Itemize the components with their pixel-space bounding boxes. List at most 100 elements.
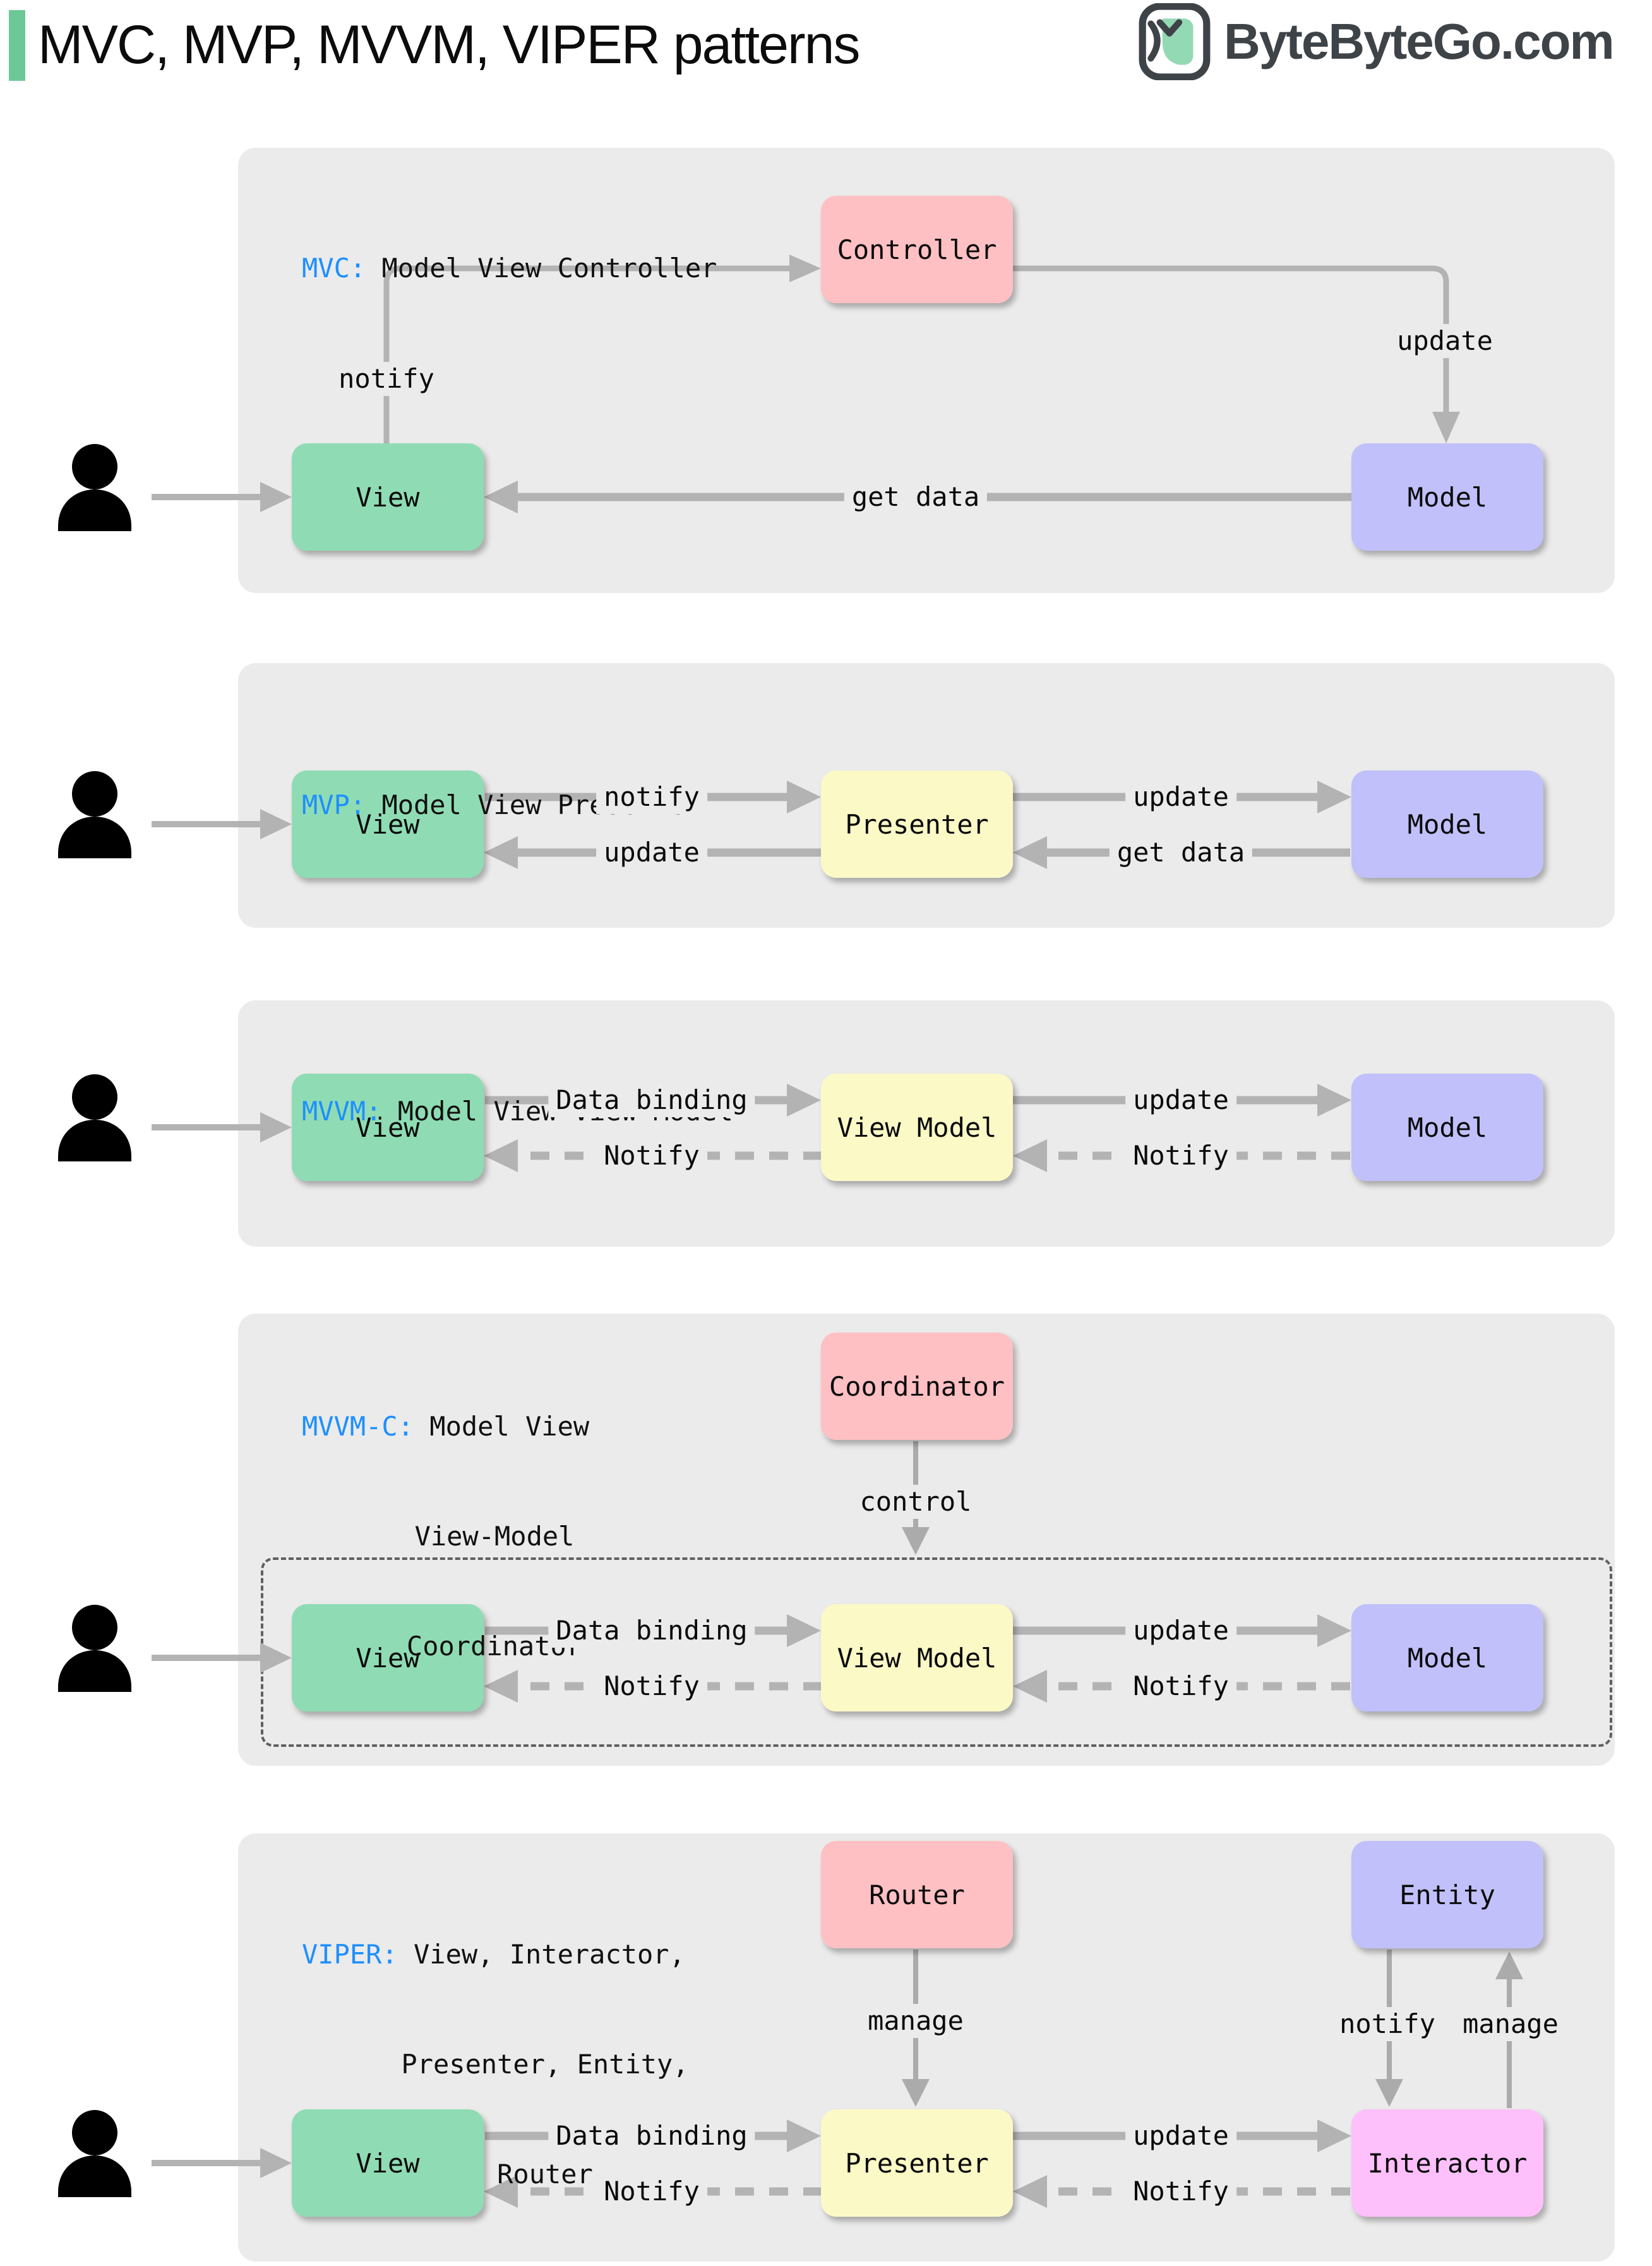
mvp-notify-label: notify (596, 780, 707, 814)
mvc-notify-arrow (383, 255, 821, 445)
arrow-head (260, 1112, 292, 1142)
viper-title-line1: VIPER: View, Interactor, (302, 1936, 700, 1973)
mvvm-view-model-box: View Model (821, 1074, 1013, 1181)
mvvm-user-to-view-arrow (152, 1112, 292, 1142)
viper-manage-interactor-to-entity-arrow (1495, 1951, 1523, 2108)
mvc-notify-label: notify (331, 362, 442, 396)
brand: ByteByteGo.com (1137, 3, 1615, 81)
mvvmc-update-label: update (1125, 1614, 1236, 1648)
user-body (58, 489, 131, 531)
mvvmc-notify-view-model-label: Notify (1125, 1669, 1236, 1703)
user-body (58, 817, 131, 858)
arrow-head (1013, 1670, 1047, 1703)
viper-presenter-box: Presenter (821, 2109, 1013, 2217)
viper-entity-box: Entity (1351, 1841, 1543, 1948)
title-accent-bar (9, 10, 25, 81)
user-body (58, 2155, 131, 2197)
viper-notify-entity-label: notify (1332, 2007, 1443, 2041)
mvp-view-box: View (292, 770, 484, 878)
arrow-head (902, 1527, 930, 1555)
arrow-head (787, 1614, 821, 1647)
mvp-model-box: Model (1351, 770, 1543, 878)
viper-user-to-view-arrow (152, 2148, 292, 2178)
arrow-head (902, 2079, 930, 2107)
user-head (72, 444, 117, 489)
arrow-head (1375, 2079, 1403, 2107)
mvvm-view-box: View (292, 1074, 484, 1181)
arrow-head (484, 836, 518, 869)
mvc-title-line: MVC: Model View Controller (302, 250, 717, 287)
user-head (72, 1605, 117, 1650)
mvvmc-model-box: Model (1351, 1604, 1543, 1711)
mvp-presenter-box: Presenter (821, 770, 1013, 878)
mvvmc-subtitle2: View-Model (414, 1521, 575, 1552)
mvc-update-label: update (1389, 324, 1500, 358)
viper-subtitle3: Router (497, 2159, 593, 2190)
viper-interactor-box: Interactor (1351, 2109, 1543, 2217)
user-head (72, 1074, 117, 1120)
mvvm-notify-view-label: Notify (596, 1139, 707, 1173)
mvc-view-box: View (292, 443, 484, 551)
mvvmc-subtitle1: Model View (414, 1411, 590, 1442)
mvp-tag: MVP: (302, 789, 366, 820)
arrow-head (260, 809, 292, 839)
arrow-head (1317, 781, 1351, 813)
arrow-head (484, 481, 518, 513)
mvvmc-control-label: control (852, 1485, 979, 1519)
arrow-head (260, 2148, 292, 2178)
arrow-head (1013, 1139, 1047, 1172)
mvvm-tag: MVVM: (302, 1096, 382, 1127)
mvc-controller-box: Controller (821, 196, 1013, 303)
viper-subtitle1: View, Interactor, (397, 1939, 685, 1970)
viper-manage-router-label: manage (860, 2004, 971, 2038)
mvc-user-to-view-arrow (152, 482, 292, 512)
arrow-head (1317, 1084, 1351, 1117)
mvvmc-notify-view-label: Notify (596, 1669, 707, 1703)
mvc-subtitle: Model View Controller (366, 253, 717, 284)
arrow-head (484, 1670, 518, 1703)
mvc-title: MVC: Model View Controller (302, 177, 717, 360)
user-body (58, 1120, 131, 1161)
arrow-line (1012, 265, 1449, 412)
arrow-head (787, 2119, 821, 2152)
mvvm-data-binding-label: Data binding (548, 1083, 755, 1117)
viper-data-binding-label: Data binding (548, 2119, 755, 2153)
arrow-head (787, 1084, 821, 1117)
mvvmc-view-box: View (292, 1604, 484, 1711)
mvp-update-to-view-label: update (596, 836, 707, 870)
viper-router-box: Router (821, 1841, 1013, 1948)
arrow-head (1432, 412, 1460, 443)
mvvmc-user-to-view-arrow (152, 1643, 292, 1673)
logo-check (1156, 19, 1183, 37)
mvc-update-arrow (1012, 265, 1460, 443)
arrow-head (1013, 2175, 1047, 2208)
bytebytego-logo-icon (1139, 3, 1211, 80)
user-icon (58, 444, 131, 531)
arrow-head (1495, 1951, 1523, 1979)
viper-update-label: update (1125, 2119, 1236, 2153)
arrow-head (260, 482, 292, 512)
mvc-get-data-label: get data (844, 480, 988, 514)
brand-text: ByteByteGo.com (1224, 13, 1615, 69)
viper-notify-view-label: Notify (596, 2174, 707, 2209)
arrow-head (1317, 1614, 1351, 1647)
logo-swoosh (1147, 20, 1161, 62)
mvc-model-box: Model (1351, 443, 1543, 551)
mvvm-update-label: update (1125, 1083, 1236, 1117)
arrow-head (789, 255, 821, 282)
user-icon (58, 2110, 131, 2197)
arrow-line (383, 265, 789, 445)
user-head (72, 2110, 117, 2155)
mvvmc-title-line1: MVVM-C: Model View (302, 1408, 599, 1445)
arrow-head (260, 1643, 292, 1673)
user-icon (58, 771, 131, 858)
logo-outline (1139, 3, 1211, 80)
mvp-get-data-label: get data (1109, 836, 1253, 870)
mvvmc-title: MVVM-C: Model View View-Model Coordinato… (302, 1335, 599, 1738)
mvvmc-data-binding-label: Data binding (548, 1614, 755, 1648)
user-body (58, 1650, 131, 1692)
mvvmc-coordinator-box: Coordinator (821, 1333, 1013, 1440)
arrow-head (787, 781, 821, 813)
mvvm-model-box: Model (1351, 1074, 1543, 1181)
arrow-head (1013, 836, 1047, 869)
